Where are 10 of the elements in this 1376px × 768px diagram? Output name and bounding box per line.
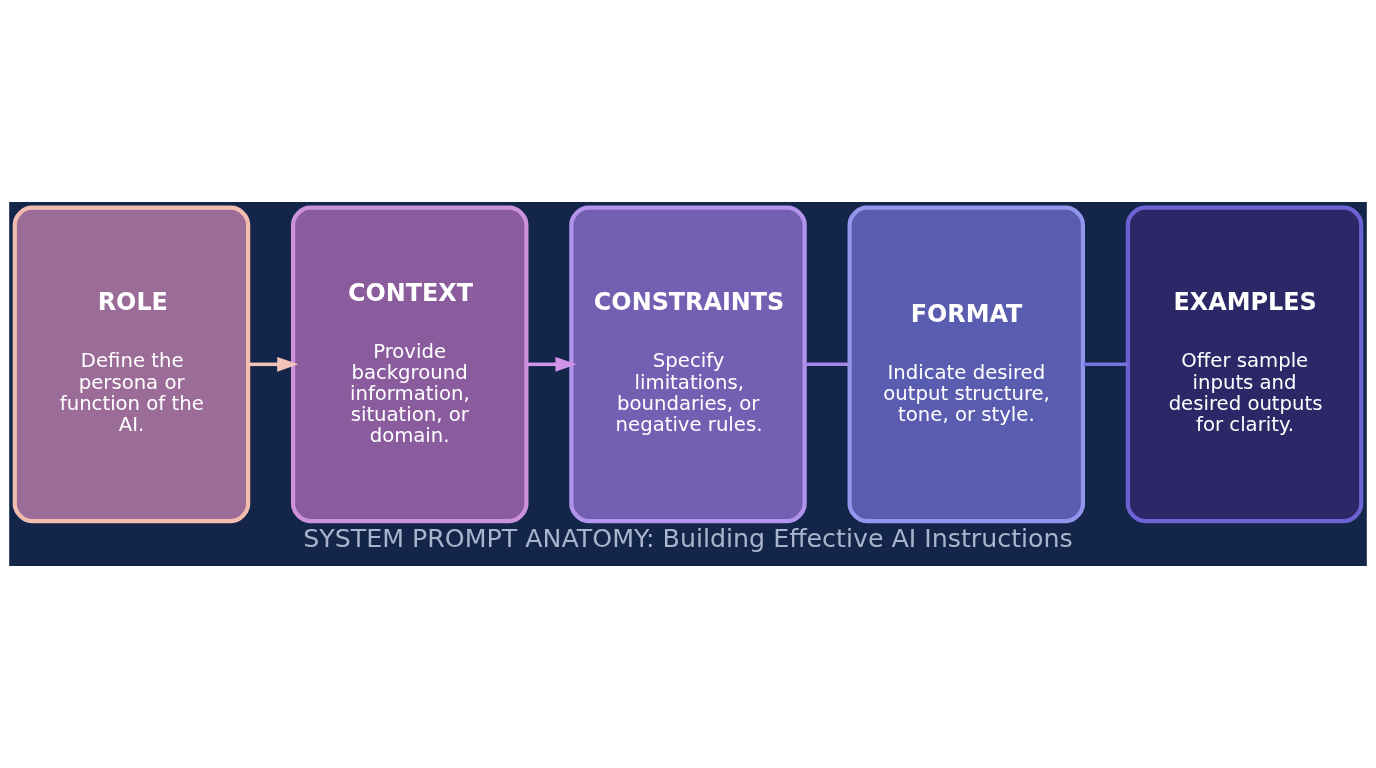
node-box: EXAMPLES Offer sample inputs and desired outputs for clarity.	[1125, 205, 1364, 524]
caption: SYSTEM PROMPT ANATOMY: Building Effective AI Instructions	[303, 523, 1073, 553]
node-box: CONSTRAINTS Specify limitations, boundaries, or negative rules.	[569, 205, 807, 524]
node-box: ROLE Define the persona or function of the AI.	[12, 205, 251, 524]
node-box: FORMAT Indicate desired output structure, tone, or style.	[847, 205, 1086, 524]
arrow	[526, 356, 577, 372]
connector	[805, 362, 850, 367]
connector	[1083, 362, 1128, 367]
node-box: CONTEXT Provide background information, situation, or domain.	[290, 205, 529, 524]
arrow	[248, 356, 299, 372]
